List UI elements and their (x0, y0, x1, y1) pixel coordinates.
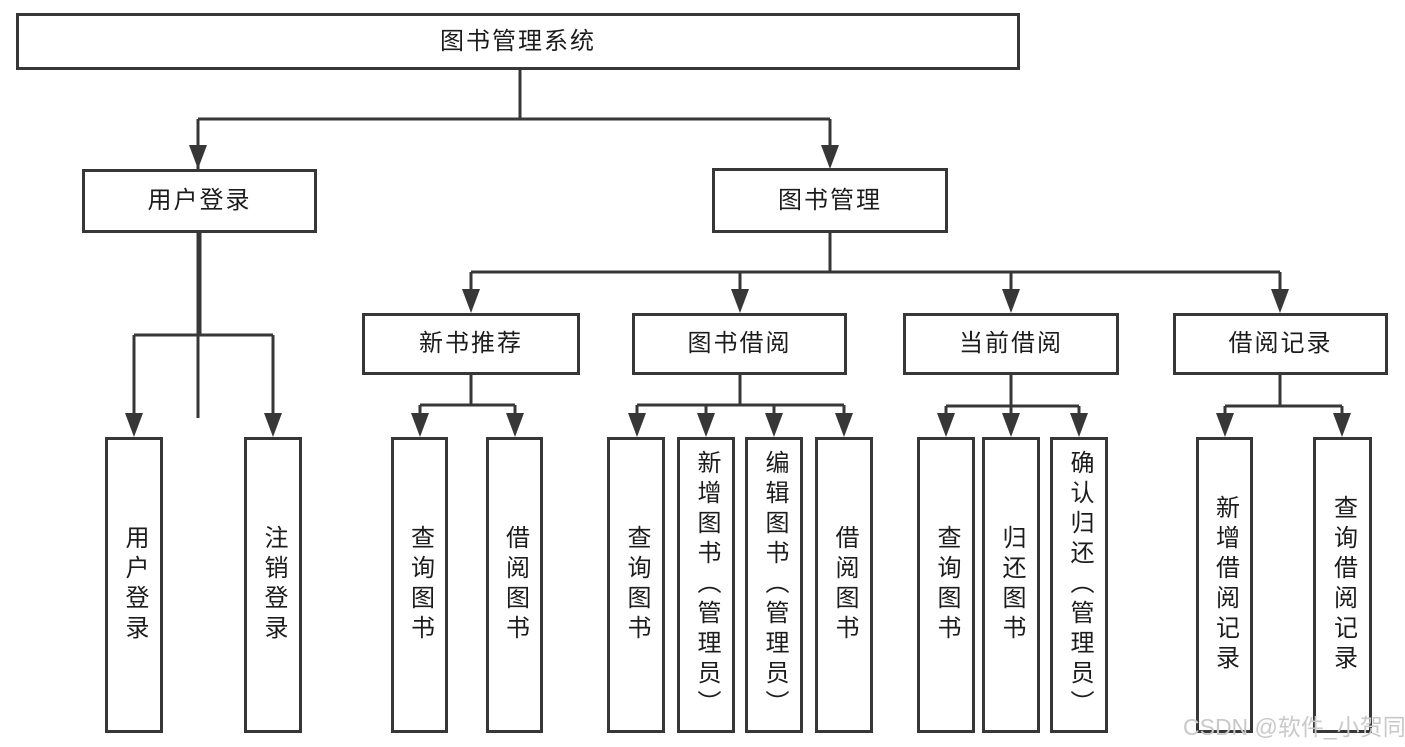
leaf-confirm-return-admin: 确认归还（管理员） (1050, 437, 1108, 733)
node-label: 用户登录 (147, 187, 252, 214)
leaf-query-books-current: 查询图书 (917, 437, 975, 733)
arrowheads-borrow-records-leaves (1216, 413, 1351, 437)
leaf-label: 新增借阅记录 (1211, 495, 1239, 675)
leaf-query-books-borrowing: 查询图书 (607, 437, 665, 733)
connector-book-mgmt-to-level2 (469, 233, 1282, 294)
arrowheads-current-borrow-leaves (937, 413, 1088, 437)
leaf-label: 查询图书 (406, 525, 434, 645)
connector-borrow-records-to-leaves (1223, 375, 1344, 418)
node-current-borrowing: 当前借阅 (903, 313, 1119, 375)
leaf-add-borrow-record: 新增借阅记录 (1196, 437, 1253, 733)
leaf-label: 新增图书（管理员） (693, 450, 720, 720)
node-label: 借阅记录 (1228, 330, 1333, 357)
connector-new-rec-to-leaves (418, 375, 517, 418)
arrowheads-new-rec-leaves (411, 413, 524, 437)
node-book-management: 图书管理 (712, 168, 948, 233)
leaf-add-books-admin: 新增图书（管理员） (677, 437, 735, 733)
node-user-login: 用户登录 (82, 169, 317, 233)
node-label: 当前借阅 (959, 330, 1063, 357)
leaf-label: 用户登录 (121, 525, 148, 645)
arrowheads-level2 (462, 289, 1289, 313)
connector-root-to-level1 (196, 70, 832, 418)
leaf-label: 确认归还（管理员） (1066, 450, 1093, 720)
leaf-label: 归还图书 (998, 525, 1025, 645)
node-new-book-recommendation: 新书推荐 (362, 313, 580, 375)
arrowheads-level1 (189, 145, 839, 169)
leaf-label: 借阅图书 (831, 525, 858, 645)
leaf-query-books-recommendation: 查询图书 (391, 437, 448, 733)
node-label: 图书借阅 (687, 330, 792, 357)
node-label: 图书管理 (778, 186, 882, 214)
csdn-watermark: CSDN @软件_小贺同学 (1183, 714, 1405, 740)
leaf-label: 编辑图书（管理员） (761, 450, 788, 720)
arrowheads-user-login-leaves (125, 413, 282, 437)
leaf-return-books: 归还图书 (982, 437, 1040, 733)
leaf-borrow-books: 借阅图书 (815, 437, 873, 733)
leaf-label: 查询图书 (623, 525, 650, 645)
leaf-label: 查询借阅记录 (1329, 495, 1357, 675)
node-borrowing-records: 借阅记录 (1173, 313, 1388, 375)
leaf-edit-books-admin: 编辑图书（管理员） (745, 437, 803, 733)
node-label: 新书推荐 (419, 330, 523, 357)
node-label: 图书管理系统 (440, 27, 596, 55)
node-book-borrowing: 图书借阅 (632, 313, 847, 375)
leaf-user-login: 用户登录 (105, 437, 163, 733)
connector-user-login-to-leaves (132, 233, 275, 418)
leaf-borrow-books-recommendation: 借阅图书 (486, 437, 543, 733)
connector-current-borrow-to-leaves (944, 375, 1081, 418)
arrowheads-book-borrow-leaves (628, 413, 853, 437)
node-library-management-system: 图书管理系统 (16, 13, 1020, 70)
leaf-label: 注销登录 (260, 525, 287, 645)
leaf-logout: 注销登录 (244, 437, 302, 733)
leaf-query-borrow-record: 查询借阅记录 (1313, 437, 1372, 733)
leaf-label: 借阅图书 (501, 525, 529, 645)
connector-book-borrow-to-leaves (635, 375, 846, 418)
leaf-label: 查询图书 (933, 525, 960, 645)
